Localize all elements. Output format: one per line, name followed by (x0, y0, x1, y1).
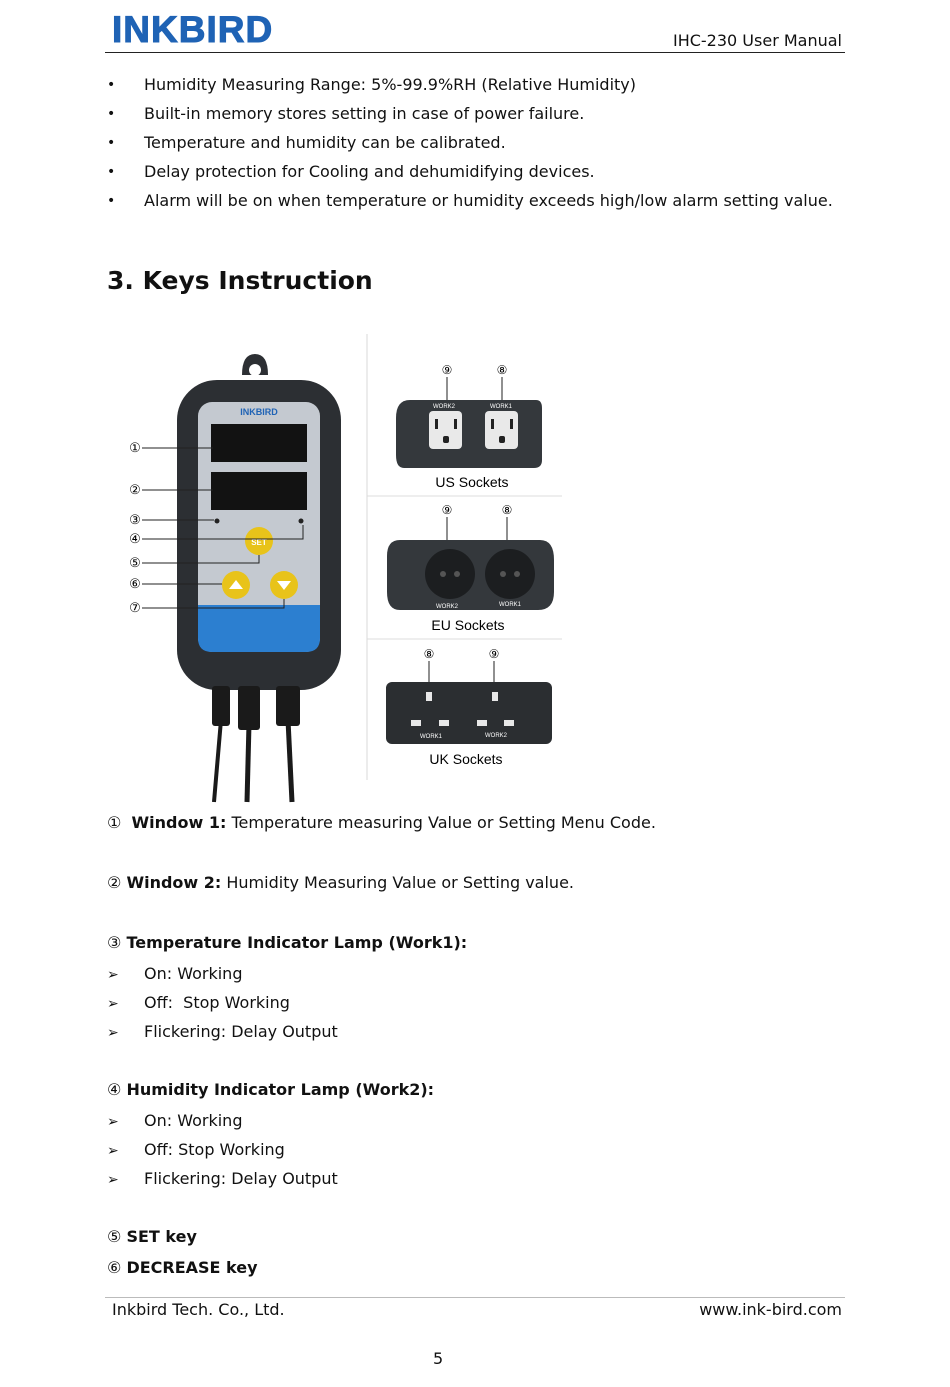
temperature-lamp (214, 518, 220, 524)
footer-divider (105, 1297, 845, 1298)
set-button-label: SET (251, 538, 267, 547)
arrow-bullet-icon: ➢ (107, 996, 119, 1012)
item-number: ⑥ (107, 1258, 122, 1277)
us-right-label: WORK1 (490, 404, 513, 410)
inkbird-logo: INKBIRD (111, 9, 274, 50)
us-callout-right: ⑧ (497, 363, 508, 377)
decrease-key-heading: ⑥ DECREASE key (107, 1258, 258, 1277)
uk-right-label: WORK2 (485, 733, 508, 739)
controller-device: INKBIRD SET (142, 354, 341, 803)
arrow-bullet-icon: ➢ (107, 1114, 119, 1130)
footer-company: Inkbird Tech. Co., Ltd. (112, 1300, 285, 1319)
item-number: ① (107, 813, 122, 832)
window-2-description: ② Window 2: Humidity Measuring Value or … (107, 873, 574, 892)
down-arrow-icon (277, 581, 291, 590)
callout-3: ③ (129, 512, 141, 527)
list-item: Alarm will be on when temperature or hum… (105, 188, 833, 217)
humidity-lamp (298, 518, 304, 524)
set-button[interactable] (245, 527, 273, 555)
keys-figure: INKBIRD SET ① ② ③ ④ ⑤ ⑥ ⑦ ⑨ ⑧ (129, 334, 562, 803)
item-number: ② (107, 873, 122, 892)
item-label: Temperature Indicator Lamp (Work1): (126, 933, 468, 952)
section-heading: 3. Keys Instruction (107, 266, 373, 295)
set-key-heading: ⑤ SET key (107, 1227, 197, 1246)
arrow-bullet-icon: ➢ (107, 1025, 119, 1041)
callout-7: ⑦ (129, 600, 141, 615)
callout-6: ⑥ (129, 576, 141, 591)
eu-callout-left: ⑨ (442, 503, 453, 517)
uk-callout-left: ⑧ (424, 647, 435, 661)
item-text: Humidity Measuring Value or Setting valu… (221, 873, 574, 892)
item-text: Temperature measuring Value or Setting M… (226, 813, 656, 832)
eu-right-label: WORK1 (499, 602, 522, 608)
item-number: ⑤ (107, 1227, 122, 1246)
humidity-lamp-heading: ④ Humidity Indicator Lamp (Work2): (107, 1080, 434, 1099)
eu-caption: EU Sockets (431, 617, 504, 633)
arrow-bullet-icon: ➢ (107, 967, 119, 983)
callout-5: ⑤ (129, 555, 141, 570)
callout-4: ④ (129, 531, 141, 546)
eu-left-label: WORK2 (436, 604, 459, 610)
item-number: ④ (107, 1080, 122, 1099)
us-callout-left: ⑨ (442, 363, 453, 377)
callout-2: ② (129, 482, 141, 497)
us-left-label: WORK2 (433, 404, 456, 410)
us-sockets: ⑨ ⑧ WORK2 WORK1 US Sockets (396, 363, 542, 490)
window-1-description: ① Window 1: Temperature measuring Value … (107, 813, 656, 832)
device-logo: INKBIRD (240, 407, 278, 417)
header-divider (105, 52, 845, 53)
list-item: ➢Off: Stop Working (107, 993, 290, 1012)
list-item: Built-in memory stores setting in case o… (105, 101, 833, 130)
list-item: Humidity Measuring Range: 5%-99.9%RH (Re… (105, 72, 833, 101)
list-item: ➢Flickering: Delay Output (107, 1022, 338, 1041)
arrow-bullet-icon: ➢ (107, 1143, 119, 1159)
uk-sockets: ⑧ ⑨ WORK1 WORK2 UK Sockets (386, 647, 552, 767)
list-item: ➢On: Working (107, 1111, 243, 1130)
footer-website: www.ink-bird.com (699, 1300, 842, 1319)
uk-caption: UK Sockets (429, 751, 502, 767)
list-item: ➢On: Working (107, 964, 243, 983)
item-label: Window 1: (131, 813, 227, 832)
item-label: Humidity Indicator Lamp (Work2): (126, 1080, 435, 1099)
list-item: Temperature and humidity can be calibrat… (105, 130, 833, 159)
feature-list: Humidity Measuring Range: 5%-99.9%RH (Re… (105, 72, 833, 217)
up-arrow-icon (229, 580, 243, 589)
eu-sockets: ⑨ ⑧ WORK2 WORK1 EU Sockets (387, 503, 554, 633)
eu-callout-right: ⑧ (502, 503, 513, 517)
list-item: ➢Off: Stop Working (107, 1140, 285, 1159)
arrow-bullet-icon: ➢ (107, 1172, 119, 1188)
uk-left-label: WORK1 (420, 734, 443, 740)
page-number: 5 (433, 1349, 444, 1368)
item-label: SET key (126, 1227, 197, 1246)
manual-title: IHC-230 User Manual (672, 31, 842, 50)
us-caption: US Sockets (435, 474, 508, 490)
list-item: ➢Flickering: Delay Output (107, 1169, 338, 1188)
window-2-display (211, 472, 307, 510)
item-label: Window 2: (126, 873, 222, 892)
list-item: Delay protection for Cooling and dehumid… (105, 159, 833, 188)
temperature-lamp-heading: ③ Temperature Indicator Lamp (Work1): (107, 933, 467, 952)
item-label: DECREASE key (126, 1258, 258, 1277)
callout-1: ① (129, 440, 141, 455)
uk-callout-right: ⑨ (489, 647, 500, 661)
item-number: ③ (107, 933, 122, 952)
window-1-display (211, 424, 307, 462)
